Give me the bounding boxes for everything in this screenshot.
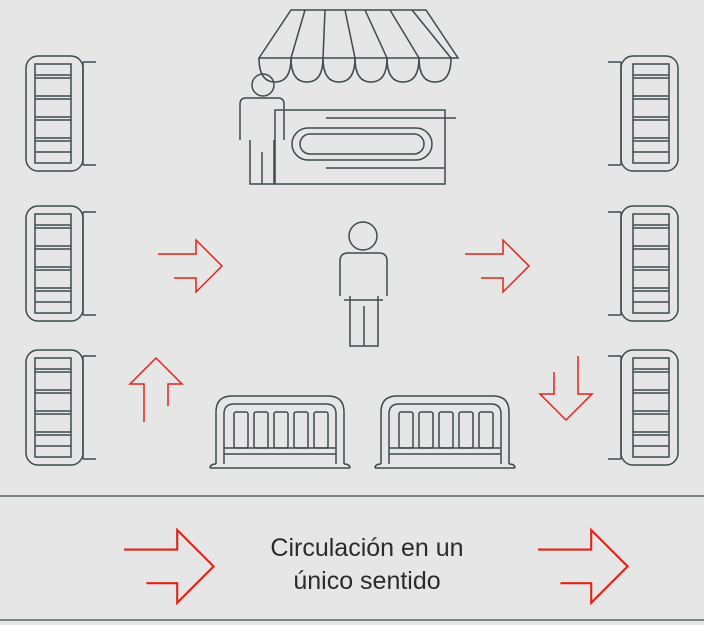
- barrier-icon: [25, 205, 97, 322]
- barrier-icon: [25, 349, 97, 466]
- barrier-icon: [25, 55, 97, 172]
- caption: Circulación en un único sentido: [232, 532, 502, 598]
- arrow-up-icon: [129, 357, 183, 423]
- barrier-icon: [607, 55, 679, 172]
- arrow-right-icon: [122, 528, 215, 604]
- market-stall-icon: [239, 9, 460, 185]
- caption-line-1: Circulación en un: [270, 534, 464, 562]
- barrier-icon: [607, 349, 679, 466]
- caption-line-2: único sentido: [293, 567, 441, 595]
- barrier-icon: [374, 395, 516, 469]
- arrow-right-icon: [464, 239, 530, 293]
- barrier-icon: [209, 395, 351, 469]
- arrow-right-icon: [157, 239, 223, 293]
- barrier-icon: [607, 205, 679, 322]
- arrow-right-icon: [536, 528, 629, 604]
- arrow-down-icon: [539, 355, 593, 421]
- person-icon: [339, 221, 388, 347]
